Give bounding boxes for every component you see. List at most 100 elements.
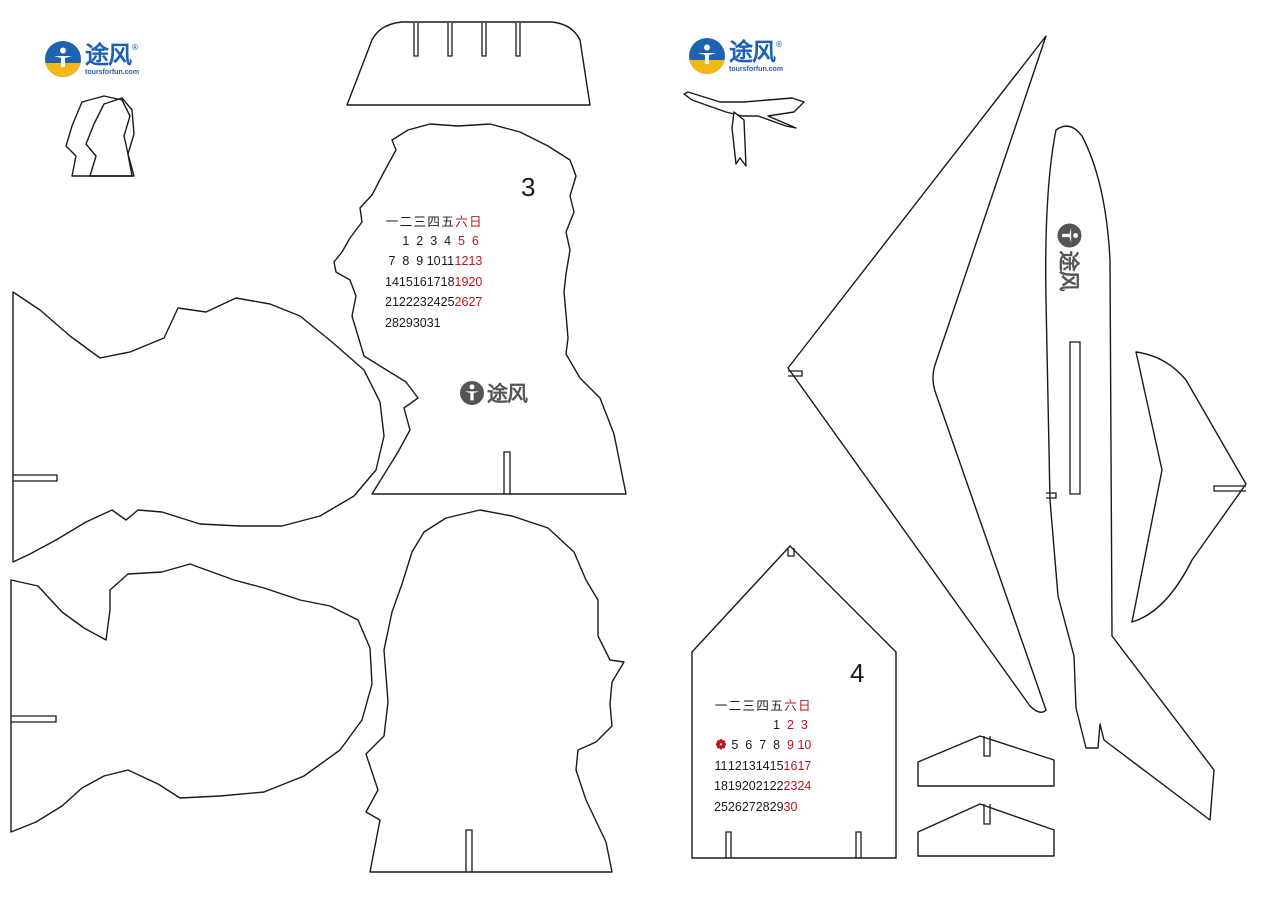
wing-slot (788, 370, 803, 377)
day-cell: 5 (458, 233, 465, 248)
day-cell: 11 (714, 758, 728, 773)
weekday: 一 (714, 698, 728, 713)
small-stand-2 (917, 803, 1055, 857)
stand-slots (413, 23, 521, 57)
weekday: 日 (798, 698, 811, 713)
house-slot-right (855, 831, 862, 858)
week-row: ❁ 5 6 7 8 9 10 (714, 735, 812, 756)
day-cell: 30 (783, 799, 798, 814)
weekday: 二 (399, 214, 413, 229)
day-cell: 21 (755, 779, 770, 794)
fuselage-notch (1046, 492, 1057, 499)
day-cell: 11 (441, 254, 455, 269)
month-number: 3 (521, 172, 536, 202)
brand-name: 途风 (85, 40, 132, 69)
day-cell: 7 (388, 254, 396, 269)
week-row: 11 12 13 14 15 16 17 (714, 756, 811, 777)
day-cell: 7 (759, 738, 767, 753)
side-portrait-piece-2 (10, 563, 373, 833)
week-row: 7 8 9 10 11 12 13 (385, 251, 482, 272)
brand-url: toursforfun.com (85, 68, 140, 76)
day-cell: 24 (797, 779, 812, 794)
standing-portrait-piece (365, 509, 625, 873)
day-cell: 22 (769, 779, 784, 794)
day-cell: 8 (773, 738, 781, 753)
day-cell: 19 (454, 274, 469, 289)
house-slot-left (725, 831, 732, 858)
weekday-header: 一 二 三 四 五 六 日 (714, 694, 811, 715)
weekday: 六 (455, 214, 468, 229)
day-cell: 21 (385, 295, 399, 310)
day-cell: 1 (402, 233, 410, 248)
day-cell: 27 (468, 295, 483, 310)
small-stand-1-slot (983, 736, 991, 757)
traveler-figure-icon (460, 381, 484, 405)
fuselage-logo: 途风 (1055, 223, 1085, 291)
registered-mark: ® (775, 39, 783, 49)
april-grid: 一 二 三 四 五 六 日 1 2 3 ❁ 5 6 (714, 694, 811, 817)
airplane-wing-piece (787, 35, 1047, 713)
week-row: 18 19 20 21 22 23 24 (714, 776, 811, 797)
day-cell: 29 (769, 799, 784, 814)
portraits-preview-icon (65, 95, 135, 177)
week-row: 14 15 16 17 18 19 20 (385, 272, 482, 293)
stand-arch-piece (346, 21, 591, 106)
day-cell (385, 231, 399, 252)
weekday: 五 (770, 698, 783, 713)
day-cell: 23 (783, 779, 798, 794)
week-row: 1 2 3 4 5 6 (385, 231, 482, 252)
side-slot-2 (11, 715, 57, 723)
day-cell: 12 (454, 254, 469, 269)
day-cell: 6 (471, 233, 479, 248)
day-cell: 14 (385, 274, 399, 289)
day-cell: 24 (426, 295, 441, 310)
weekday: 日 (469, 214, 482, 229)
day-cell: 9 (787, 738, 794, 753)
day-cell (468, 313, 482, 334)
weekday: 四 (756, 698, 769, 713)
weekday: 一 (385, 214, 399, 229)
day-cell: 30 (412, 315, 427, 330)
holiday-seal-icon: ❁ (715, 737, 727, 753)
day-cell: 3 (800, 717, 808, 732)
day-cell: 18 (714, 779, 728, 794)
day-cell: 19 (727, 779, 742, 794)
day-cell (728, 715, 742, 736)
tail-slot (1213, 485, 1246, 492)
week-row: 25 26 27 28 29 30 (714, 797, 811, 818)
day-cell: 26 (454, 295, 469, 310)
day-cell: 18 (440, 274, 455, 289)
day-cell (742, 715, 756, 736)
day-cell (756, 715, 770, 736)
day-cell: 26 (727, 799, 742, 814)
weekday: 四 (427, 214, 440, 229)
day-cell: 6 (745, 738, 753, 753)
airplane-tail-piece (1131, 351, 1247, 623)
small-stand-1 (917, 735, 1055, 787)
day-cell (797, 797, 811, 818)
day-cell: 5 (731, 738, 739, 753)
day-cell: 17 (426, 274, 441, 289)
day-cell: 9 (416, 254, 424, 269)
brand-name: 途风 (487, 382, 528, 406)
week-row: 28 29 30 31 (385, 313, 482, 334)
day-cell: 16 (412, 274, 427, 289)
week-row: 21 22 23 24 25 26 27 (385, 292, 482, 313)
side-slot-1 (13, 474, 58, 482)
day-cell (455, 313, 469, 334)
brand-url: toursforfun.com (729, 65, 784, 73)
day-cell: 3 (430, 233, 438, 248)
day-cell: 23 (412, 295, 427, 310)
brand-logo-right: 途风® toursforfun.com (689, 38, 783, 74)
small-stand-2-slot (983, 804, 991, 825)
weekday: 三 (413, 214, 427, 229)
day-cell: 10 (426, 254, 441, 269)
day-cell (714, 715, 728, 736)
day-cell: 1 (773, 717, 781, 732)
weekday: 六 (784, 698, 797, 713)
house-top-slot (787, 548, 795, 557)
day-cell: 12 (727, 758, 742, 773)
day-cell: 31 (426, 315, 441, 330)
airplane-fuselage-piece (1045, 125, 1215, 821)
